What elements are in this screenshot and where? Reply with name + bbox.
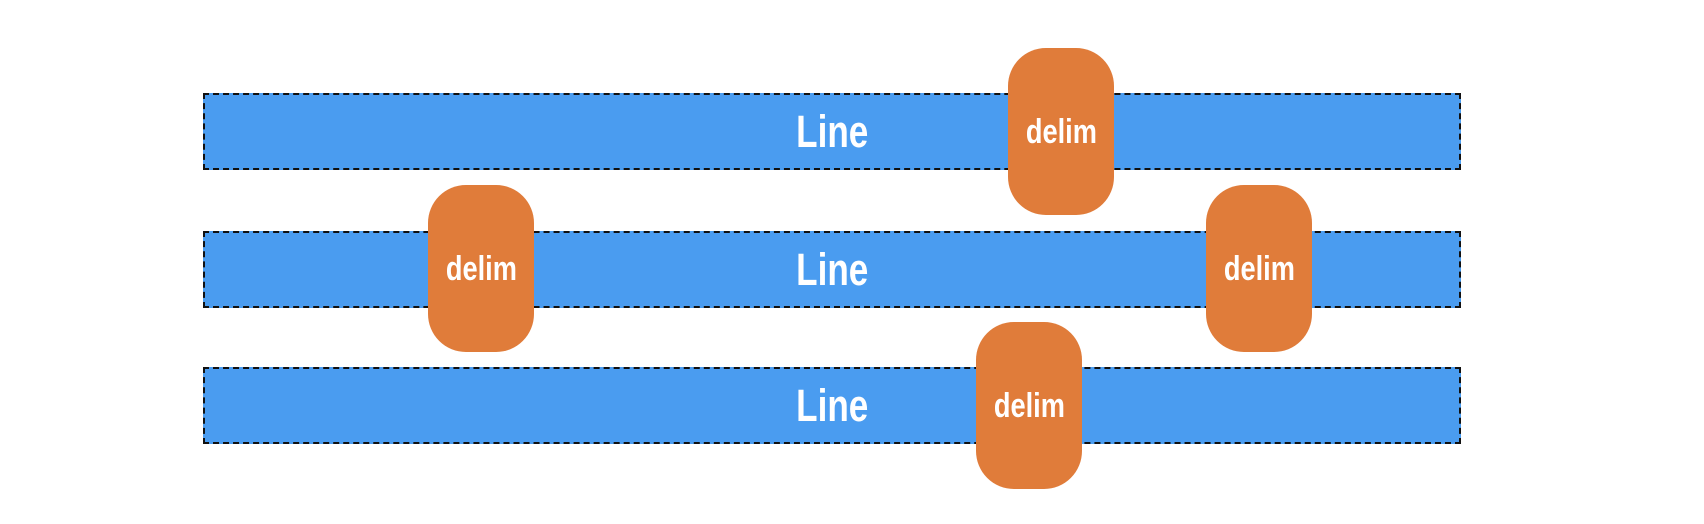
delim-label: delim — [445, 249, 517, 288]
delim-pill: delim — [1008, 48, 1114, 215]
delim-label: delim — [1223, 249, 1295, 288]
delim-pill: delim — [428, 185, 534, 352]
line-bar: Line — [203, 367, 1461, 444]
line-label: Line — [795, 106, 869, 157]
delim-pill: delim — [976, 322, 1082, 489]
line-label: Line — [795, 244, 869, 295]
line-label: Line — [795, 380, 869, 431]
delim-label: delim — [1025, 112, 1097, 151]
delim-label: delim — [993, 386, 1065, 425]
delim-pill: delim — [1206, 185, 1312, 352]
line-bar: Line — [203, 93, 1461, 170]
